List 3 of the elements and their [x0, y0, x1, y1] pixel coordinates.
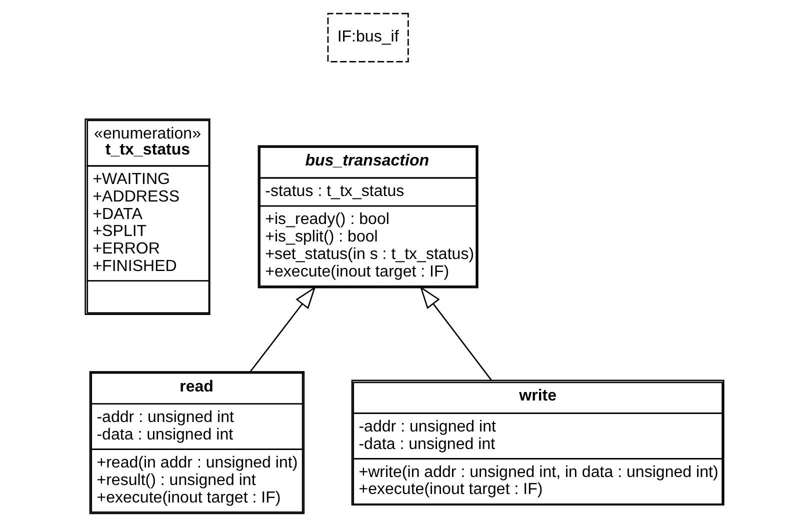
node-box: IF:bus_if [327, 12, 409, 62]
arrow [250, 286, 316, 372]
arrow [420, 286, 492, 381]
